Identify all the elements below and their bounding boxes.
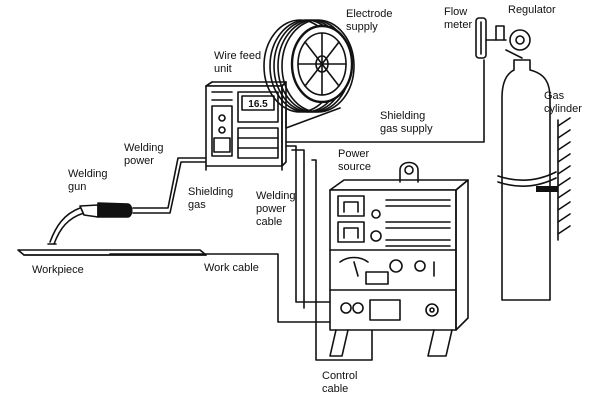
spool-mount (285, 107, 341, 129)
power-source-body (329, 161, 469, 357)
work-cable (109, 253, 349, 323)
flow-meter-label: Flow meter (444, 6, 473, 31)
wire-feed-unit-label: Wire feed unit (214, 50, 262, 75)
electrode-supply-label: Electrode supply (346, 8, 393, 33)
shielding-gas-label: Shielding gas (188, 186, 234, 211)
welding-power-cable-label: Welding power cable (256, 190, 296, 228)
workpiece-label: Workpiece (32, 264, 84, 276)
shielding-gas-line (291, 149, 305, 309)
regulator (485, 25, 531, 59)
gas-cylinder-label: Gas cylinder (544, 90, 582, 115)
control-cable (311, 159, 373, 361)
shielding-gas-supply-label: Shielding gas supply (380, 110, 433, 135)
work-cable-label: Work cable (204, 262, 259, 274)
control-cable-label: Control cable (322, 370, 358, 395)
workpiece-plate (17, 249, 207, 256)
electrode-spool (263, 19, 355, 113)
regulator-label: Regulator (508, 4, 556, 16)
flow-meter (475, 17, 487, 59)
welding-gun-label: Welding gun (68, 168, 108, 193)
welding-power-cable (285, 145, 349, 303)
power-source-label: Power source (338, 148, 372, 173)
gas-cylinder-body (497, 59, 557, 301)
shielding-gas-supply-line (285, 59, 485, 143)
welding-power-label: Welding power (124, 142, 164, 167)
wire-feed-unit-body (205, 81, 287, 171)
wall (557, 117, 571, 241)
wire-feed-display: 16.5 (248, 99, 268, 110)
gun-hose (132, 157, 207, 209)
welding-gun (47, 202, 133, 245)
